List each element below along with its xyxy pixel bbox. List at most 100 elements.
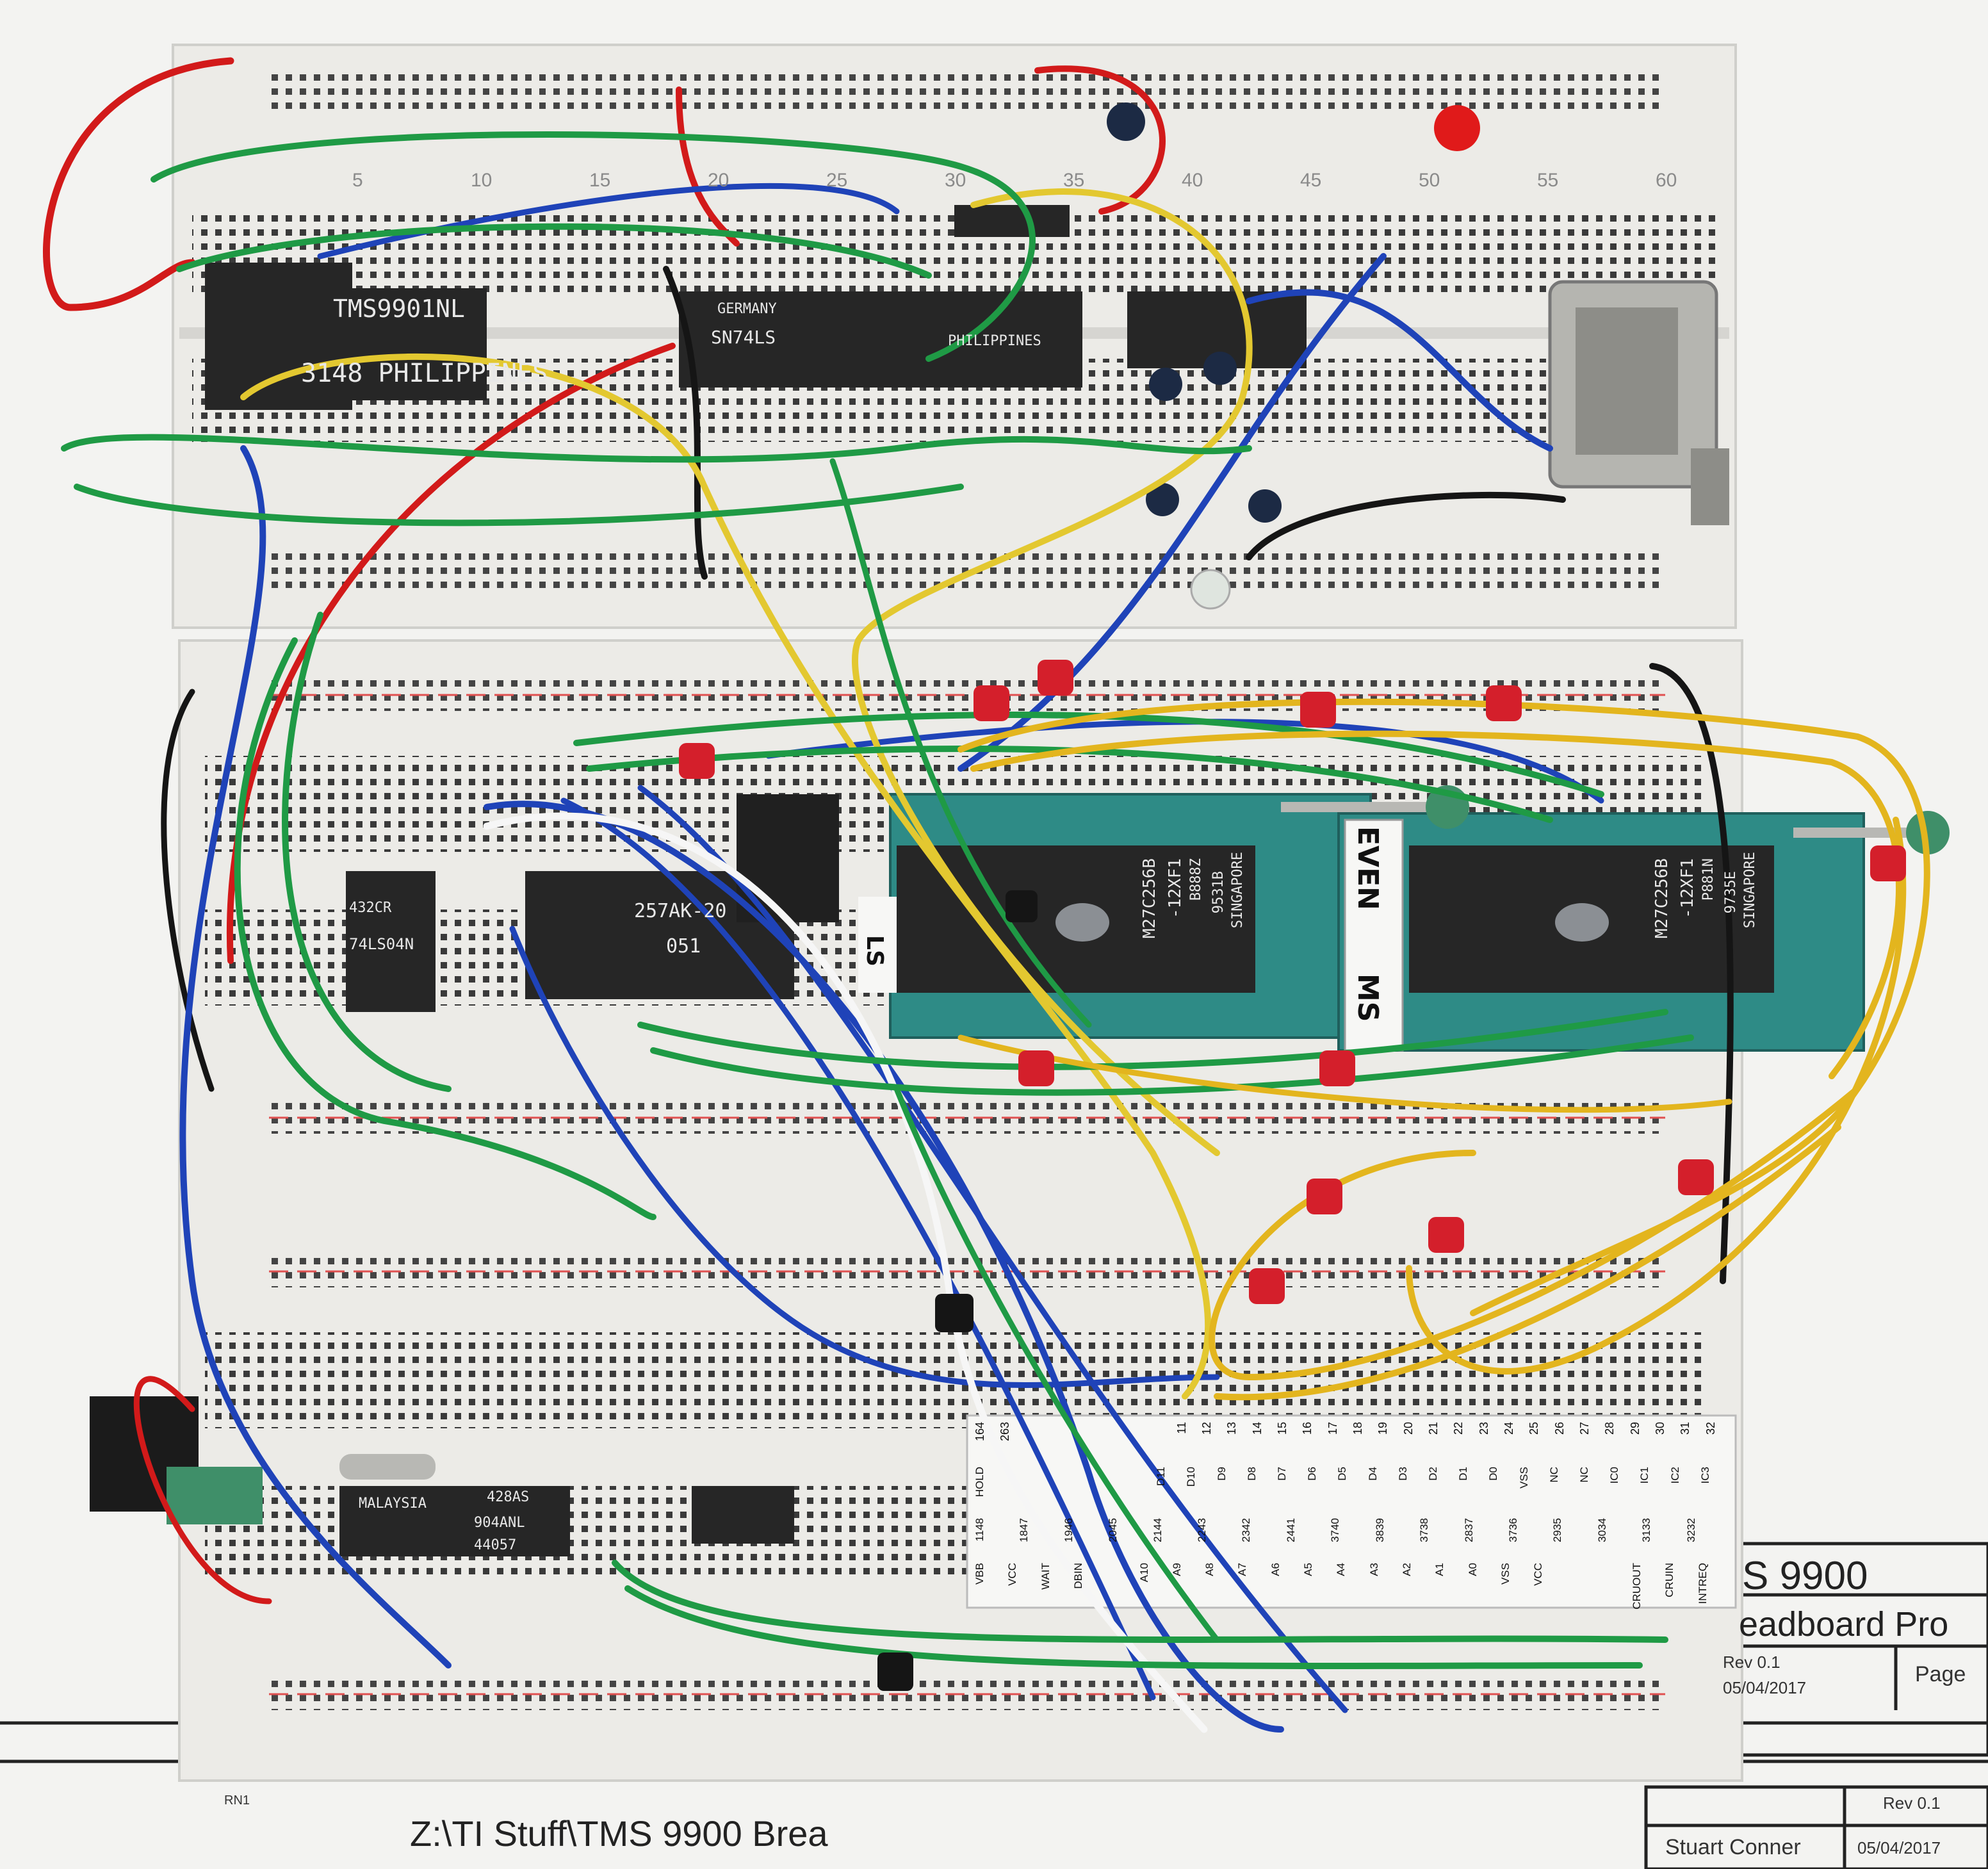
pin-label: IC3 xyxy=(1699,1467,1711,1484)
pin-label: CRUOUT xyxy=(1631,1563,1643,1610)
pin-label: A4 xyxy=(1335,1563,1347,1576)
even-label: EVEN xyxy=(1351,826,1384,910)
pin-label: D11 xyxy=(1155,1467,1167,1486)
clock-label-4: 44057 xyxy=(474,1537,517,1553)
pin-label: VSS xyxy=(1518,1467,1530,1489)
pin-label: INTREQ xyxy=(1697,1563,1709,1604)
pin-label: 1847 xyxy=(1018,1518,1030,1542)
row-number: 25 xyxy=(826,170,848,191)
pin-label: D6 xyxy=(1306,1467,1318,1481)
cable-tie xyxy=(1319,1050,1355,1086)
title-block-date: 05/04/2017 xyxy=(1723,1678,1807,1697)
capacitor xyxy=(1107,102,1145,141)
cable-tie xyxy=(1428,1217,1464,1253)
uart-label-1: TMS9901NL xyxy=(333,295,465,323)
pin-label: 15 xyxy=(1276,1422,1289,1435)
pin-label: 3736 xyxy=(1507,1518,1519,1542)
pin-label: 20 xyxy=(1402,1422,1415,1435)
pin-label: 2144 xyxy=(1152,1518,1164,1542)
bottom-rev: Rev 0.1 xyxy=(1883,1793,1941,1813)
ls-label-tape xyxy=(858,897,897,993)
inverter-label-1: 432CR xyxy=(349,900,392,916)
pin-label: 28 xyxy=(1603,1422,1616,1435)
eprom-odd-speed: -12XF1 xyxy=(1166,858,1185,918)
zif-socket-right xyxy=(1337,812,1865,1052)
pin-label: A5 xyxy=(1302,1563,1314,1576)
pin-label: IC2 xyxy=(1669,1467,1681,1484)
cable-tie xyxy=(1307,1179,1342,1214)
pin-label: NC xyxy=(1548,1467,1560,1483)
eprom-even-origin: SINGAPORE xyxy=(1742,852,1758,929)
eprom-even-speed: -12XF1 xyxy=(1678,858,1697,918)
pin-label: A9 xyxy=(1171,1563,1183,1576)
pin-label: 30 xyxy=(1654,1422,1666,1435)
pin-label: 32 xyxy=(1704,1422,1717,1435)
pin-label: D9 xyxy=(1216,1467,1228,1481)
crystal xyxy=(339,1454,436,1480)
capacitor xyxy=(1248,489,1282,523)
pin-label: A2 xyxy=(1401,1563,1413,1576)
row-number: 55 xyxy=(1537,170,1559,191)
pin-label: DBIN xyxy=(1072,1563,1084,1589)
cable-tie xyxy=(1038,660,1073,696)
pin-label: 164 xyxy=(974,1422,986,1442)
capacitor xyxy=(1149,368,1182,401)
pin-label: 3839 xyxy=(1374,1518,1386,1542)
mux-lower-label: PHILIPPINES xyxy=(948,333,1041,349)
clock-label-2: 428AS xyxy=(487,1489,530,1505)
pin-label: A8 xyxy=(1203,1563,1216,1576)
ref-label: RN1 xyxy=(224,1793,250,1808)
uart-label-2: 3148 PHILIPPINES xyxy=(301,359,548,388)
voltage-regulator xyxy=(167,1467,263,1524)
pin-label: 26 xyxy=(1553,1422,1566,1435)
pin-label: 1148 xyxy=(974,1518,986,1542)
tms9901-chip xyxy=(269,288,487,400)
pin-label: 3034 xyxy=(1596,1518,1608,1542)
clear-led xyxy=(1190,569,1231,610)
cable-tie-black xyxy=(1006,890,1038,922)
pin-label: 1946 xyxy=(1063,1518,1075,1542)
title-block-page: Page xyxy=(1915,1662,1966,1686)
pin-label: 2441 xyxy=(1285,1518,1297,1542)
pin-label: IC0 xyxy=(1608,1467,1620,1484)
eprom-odd-part: M27C256B xyxy=(1140,858,1159,939)
pin-label: D10 xyxy=(1185,1467,1197,1487)
pin-label: 18 xyxy=(1351,1422,1364,1435)
pin-label: 3738 xyxy=(1418,1518,1430,1542)
cable-tie xyxy=(1678,1159,1714,1195)
mux-upper-label-1: GERMANY xyxy=(717,301,777,317)
ls04-chip xyxy=(346,871,436,1012)
pin-label: VCC xyxy=(1532,1563,1544,1586)
pin-label: IC1 xyxy=(1638,1467,1650,1484)
row-number: 45 xyxy=(1300,170,1322,191)
pin-label: 3740 xyxy=(1329,1518,1341,1542)
title-block-rev: Rev 0.1 xyxy=(1723,1653,1780,1672)
pin-label: A6 xyxy=(1269,1563,1282,1576)
pin-label: 24 xyxy=(1503,1422,1515,1435)
row-number: 20 xyxy=(708,170,729,191)
ram-label-1: 257AK-20 xyxy=(634,900,727,922)
heatsink xyxy=(737,794,839,922)
cable-tie xyxy=(1249,1268,1285,1304)
pin-label: D0 xyxy=(1487,1467,1499,1481)
row-number: 5 xyxy=(352,170,363,191)
cable-tie xyxy=(974,685,1009,721)
clock-label-1: MALAYSIA xyxy=(359,1496,427,1512)
eprom-label-tape xyxy=(1344,819,1404,1052)
zif-socket-left xyxy=(889,793,1372,1039)
pin-label: 25 xyxy=(1528,1422,1540,1435)
pin-label: 2935 xyxy=(1551,1518,1563,1542)
pin-label: HOLD xyxy=(974,1467,986,1498)
cable-tie xyxy=(1018,1050,1054,1086)
cable-tie xyxy=(679,743,715,779)
title-block-title: S 9900 xyxy=(1742,1554,1868,1598)
small-chip xyxy=(692,1486,794,1544)
row-number: 35 xyxy=(1063,170,1085,191)
pin-label: 2837 xyxy=(1463,1518,1475,1542)
pin-label: 22 xyxy=(1452,1422,1465,1435)
ram-label-2: 051 xyxy=(666,935,701,958)
zif-lever-knob xyxy=(1906,811,1950,854)
pin-label: D1 xyxy=(1457,1467,1469,1481)
cable-tie xyxy=(1300,692,1336,728)
capacitor xyxy=(1203,352,1237,385)
